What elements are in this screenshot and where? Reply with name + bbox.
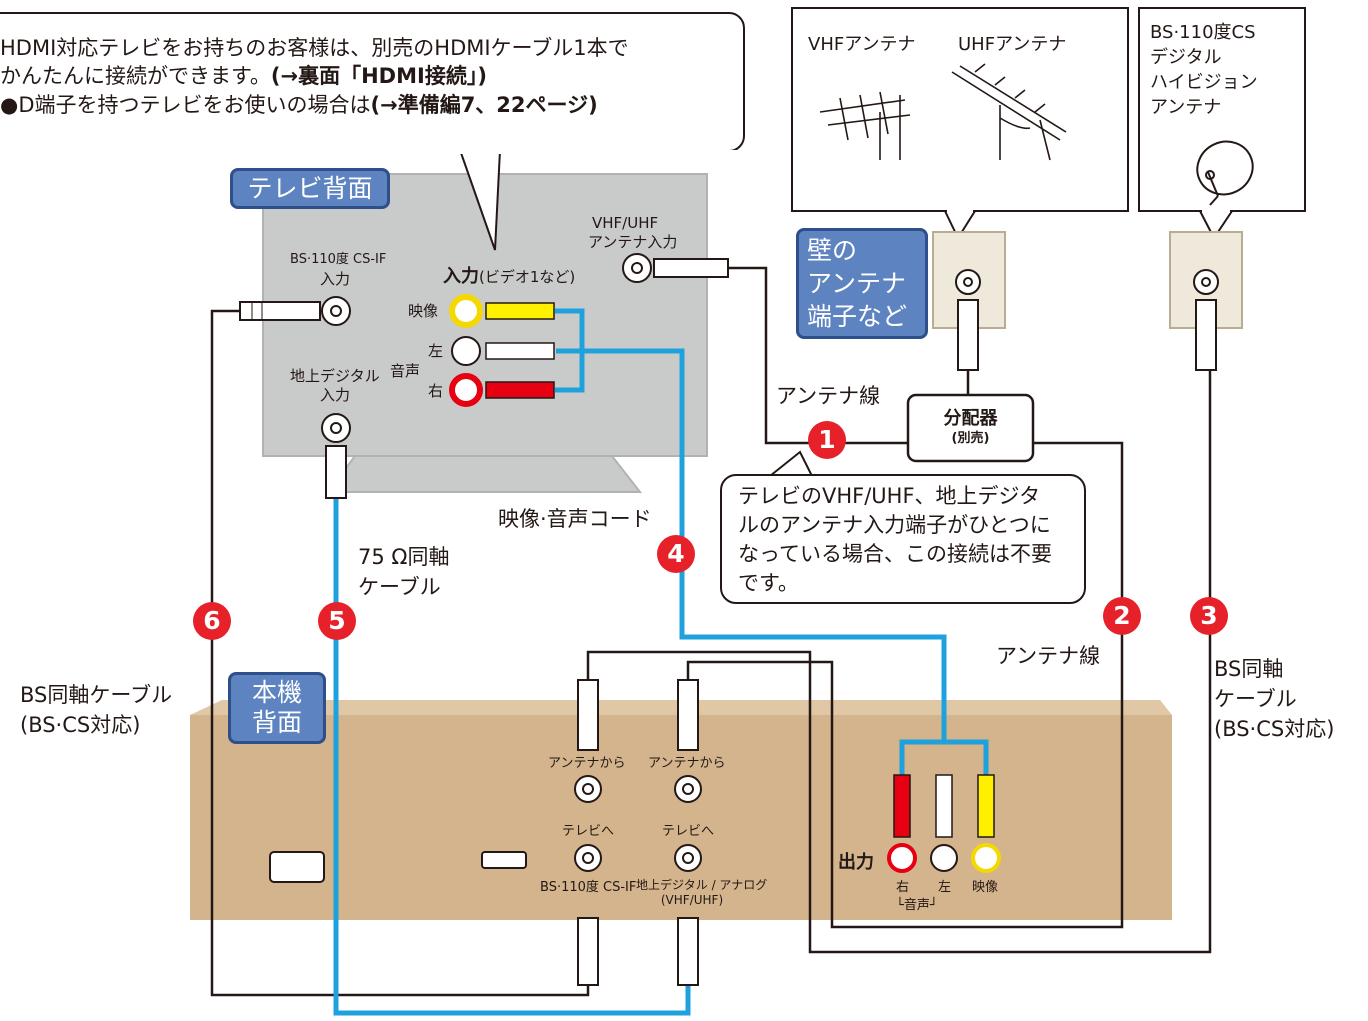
wall-plates	[932, 231, 1243, 371]
hdmi-port-icon	[481, 851, 527, 869]
tv-right-label: 右	[428, 382, 444, 400]
vhf-antenna-icon	[819, 91, 911, 160]
terrestrial-antenna-box	[791, 7, 1129, 212]
unit-terrestrial-analog: 地上デジタル / アナログ(VHF/UHF)	[636, 878, 768, 907]
unit-from-antenna-1: アンテナから	[548, 756, 626, 771]
uhf-antenna-label: UHFアンテナ	[958, 34, 1067, 55]
tv-video-label: 映像	[408, 302, 439, 320]
tv-rear-label: テレビ背面	[230, 168, 390, 209]
antenna-line-label-2: アンテナ線	[996, 644, 1101, 668]
callout-line-3: ●D端子を持つテレビをお使いの場合は(→準備編7、22ページ)	[0, 93, 598, 117]
power-inlet-icon	[269, 851, 325, 883]
coax75-label: 75 Ω同軸ケーブル	[358, 545, 450, 599]
blue-cables	[333, 308, 989, 1016]
antenna-line-label-1: アンテナ線	[776, 384, 881, 408]
callout-line-1: HDMI対応テレビをお持ちのお客様は、別売のHDMIケーブル1本で	[0, 36, 629, 60]
step-2-badge: 2	[1103, 597, 1141, 635]
av-cord-label: 映像·音声コード	[498, 507, 652, 531]
callout-line-2: かんたんに接続ができます。(→裏面「HDMI接続」)	[0, 64, 487, 88]
unit-to-tv-2: テレビへ	[662, 824, 715, 839]
splitter-box	[906, 393, 1035, 463]
tv-connectors	[239, 253, 729, 499]
bs-coax-right-label: BS同軸ケーブル(BS·CS対応)	[1214, 657, 1335, 741]
hdmi-callout	[0, 12, 745, 152]
note-bubble	[720, 474, 1086, 604]
unit-rear-label: 本機背面	[228, 672, 326, 744]
note-text: テレビのVHF/UHF、地上デジタルのアンテナ入力端子がひとつになっている場合、…	[738, 484, 1052, 595]
step-6-badge: 6	[193, 602, 231, 640]
step-4-badge: 4	[657, 535, 695, 573]
unit-connectors	[269, 679, 1001, 986]
tv-bs-input-label-1: BS·110度 CS-IF	[290, 252, 387, 267]
uhf-antenna-icon	[951, 63, 1067, 161]
wall-terminal-label: 壁のアンテナ端子など	[796, 228, 928, 339]
tv-vhf-uhf-label-2: アンテナ入力	[588, 233, 678, 251]
unit-output-label: 出力	[838, 852, 874, 873]
splitter-note: (別売)	[951, 431, 990, 446]
bs-coax-left-label: BS同軸ケーブル(BS·CS対応)	[20, 683, 173, 737]
tv-left-label: 左	[428, 342, 444, 360]
unit-out-video: 映像	[972, 880, 999, 895]
unit-bs-cs-if: BS·110度 CS-IF	[540, 880, 637, 895]
tv-av-input-label: 入力(ビデオ1など)	[443, 266, 576, 287]
tv-bs-input-label-2: 入力	[320, 270, 351, 288]
tv-audio-label: 音声	[390, 362, 421, 380]
tv-terrestrial-label-2: 入力	[320, 386, 351, 404]
splitter-label: 分配器	[943, 408, 998, 429]
step-3-badge: 3	[1190, 597, 1228, 635]
unit-out-right: 右	[896, 880, 910, 895]
tv-terrestrial-label-1: 地上デジタル	[290, 367, 380, 385]
bs-antenna-box	[1138, 7, 1306, 212]
step-5-badge: 5	[318, 602, 356, 640]
step-1-badge: 1	[808, 421, 846, 459]
callout-tail-mask	[0, 150, 740, 154]
unit-from-antenna-2: アンテナから	[648, 756, 726, 771]
unit-out-left: 左	[938, 880, 952, 895]
unit-to-tv-1: テレビへ	[562, 824, 615, 839]
vhf-antenna-label: VHFアンテナ	[808, 34, 916, 55]
tv-vhf-uhf-label-1: VHF/UHF	[592, 214, 659, 232]
bs-dish-icon	[1196, 140, 1254, 206]
unit-out-audio: └音声┘	[896, 898, 938, 913]
